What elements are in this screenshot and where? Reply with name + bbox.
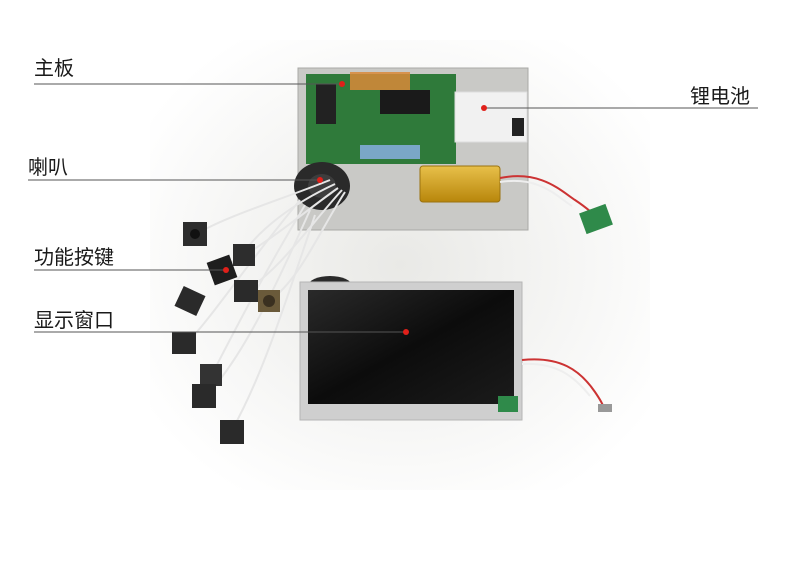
display-panel [299,276,612,421]
pcb-connector [360,145,420,159]
push-button [172,332,196,354]
mainboard-assembly [294,67,613,235]
function-buttons [172,222,280,444]
marker-dots [223,81,487,335]
push-button [200,364,222,386]
ribbon-connector [350,72,410,90]
leader-lines [28,83,758,333]
display-screen [308,290,514,404]
marker-dot-battery [481,105,487,111]
push-button [174,285,206,317]
label-mainboard: 主板 [34,56,74,80]
charge-board [579,203,613,235]
label-function-buttons: 功能按键 [34,245,114,269]
push-button-cap [190,229,200,239]
pcb-chip [380,90,430,114]
pcb-chip [316,84,336,124]
push-button-cap [263,295,275,307]
push-button [233,244,255,266]
lithium-battery [419,165,501,203]
push-button [234,280,258,302]
display-connector [598,404,612,412]
push-button [220,420,244,444]
marker-dot-display [403,329,409,335]
label-lithium-battery: 锂电池 [690,84,750,108]
display-wire-white [521,362,591,397]
marker-dot-mainboard [339,81,345,87]
marker-dot-speaker [317,177,323,183]
marker-dot-buttons [223,267,229,273]
battery-wire-white [499,179,573,207]
plate-clip [512,118,524,136]
label-display-window: 显示窗口 [34,308,114,332]
display-flex-tab [498,396,518,412]
push-button [192,384,216,408]
label-speaker: 喇叭 [28,155,68,179]
